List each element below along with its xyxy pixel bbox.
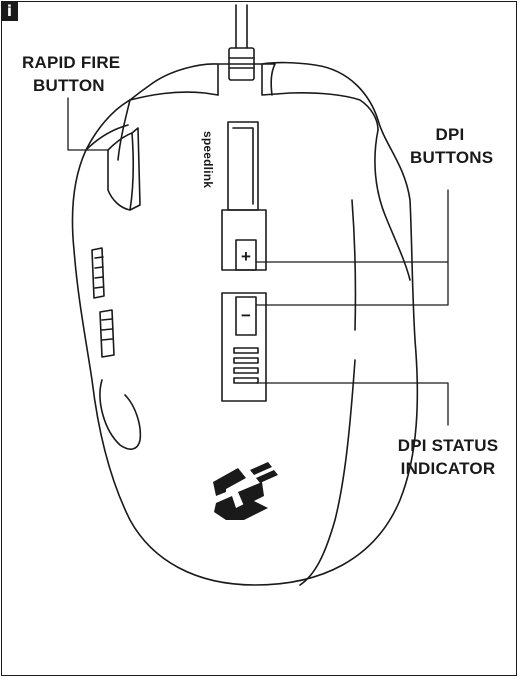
- rapid-fire-callout: RAPID FIRE BUTTON: [22, 51, 120, 97]
- right-button-edge: [261, 63, 276, 96]
- rapid-fire-button-edge: [129, 127, 141, 211]
- dpi-status-callout: DPI STATUS INDICATOR: [396, 434, 500, 480]
- dpi-status-label-line2: INDICATOR: [400, 459, 496, 478]
- dpi-minus-button[interactable]: [235, 296, 257, 336]
- mouse-body-outline: [71, 61, 419, 586]
- dpi-status-label-line1: DPI STATUS: [397, 436, 499, 455]
- thumb-rest: [99, 379, 142, 450]
- dpi-lower-panel: [221, 292, 267, 402]
- dpi-status-indicator: [233, 347, 259, 384]
- dpi-buttons-label-line2: BUTTONS: [410, 148, 494, 167]
- rapid-fire-button[interactable]: [107, 132, 135, 211]
- brand-text: speedlink: [201, 131, 215, 188]
- right-side-contour: [374, 129, 411, 281]
- right-panel-line: [351, 199, 357, 331]
- minus-glyph: −: [241, 306, 251, 325]
- side-buttons[interactable]: [91, 247, 115, 358]
- left-button-outline: [129, 91, 219, 101]
- info-badge: i: [1, 1, 18, 21]
- dpi-plus-button[interactable]: [235, 239, 257, 271]
- speedlink-logo: [213, 462, 278, 520]
- callout-leader-lines: [67, 97, 449, 426]
- scroll-wheel-inner: [232, 127, 254, 205]
- right-button-outline: [261, 63, 379, 131]
- mouse-cable: [228, 4, 255, 81]
- rapid-fire-label-line2: BUTTON: [33, 76, 105, 95]
- right-grip-line: [299, 359, 356, 586]
- thumb-area-outline: [85, 99, 131, 161]
- plus-glyph: +: [241, 247, 251, 266]
- dpi-buttons-callout: DPI BUTTONS: [410, 123, 494, 169]
- rapid-fire-label-line1: RAPID FIRE: [22, 53, 121, 72]
- dpi-buttons-label-line1: DPI: [435, 125, 465, 144]
